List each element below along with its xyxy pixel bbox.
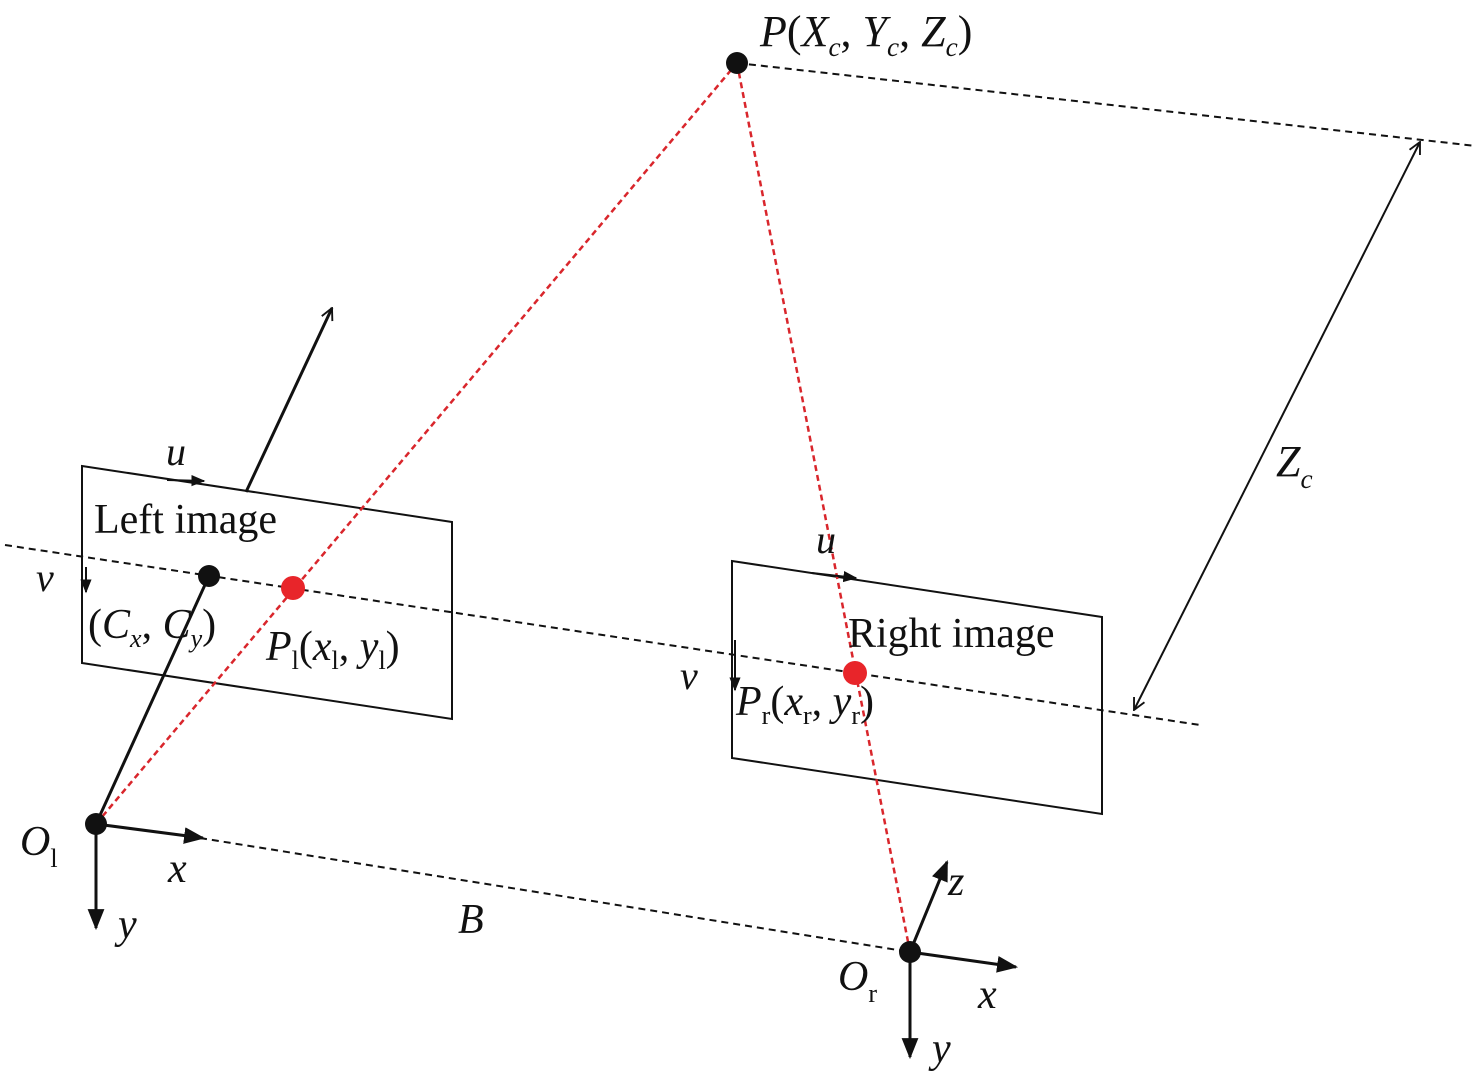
left-image-plane	[81, 464, 453, 721]
right-u-axis	[811, 571, 858, 583]
left-u-label: u	[166, 429, 186, 474]
left-x-axis-label: x	[167, 846, 187, 892]
right-x-axis-label: x	[977, 972, 997, 1018]
right-image-plane	[731, 559, 1103, 816]
label-left-origin: Ol	[20, 819, 58, 873]
right-camera-origin	[899, 941, 921, 963]
projection-ray-right	[735, 62, 912, 953]
left-camera-x-axis	[95, 822, 206, 844]
depth-label: Zc	[1276, 437, 1313, 494]
left-optical-axis-arrow	[244, 308, 334, 493]
label-principal-point: (Cx, Cy)	[88, 602, 216, 653]
label-right-image-point: Pr(xr, yr)	[735, 679, 874, 730]
right-u-label: u	[816, 517, 836, 562]
right-image-title: Right image	[848, 611, 1054, 657]
right-z-axis-label: z	[947, 859, 964, 905]
left-image-title: Left image	[94, 497, 277, 543]
left-u-axis	[166, 475, 206, 487]
depth-reference-line	[736, 62, 1476, 147]
left-image-point	[281, 576, 305, 600]
projection-ray-left	[95, 62, 738, 825]
left-optical-axis	[94, 575, 211, 825]
right-v-label: v	[680, 653, 698, 698]
right-image-point	[843, 661, 867, 685]
epipolar-line	[4, 544, 1201, 726]
left-y-axis-label: y	[114, 902, 137, 948]
label-right-origin: Or	[838, 954, 877, 1008]
right-camera-z-axis	[908, 860, 949, 953]
baseline-label: B	[458, 897, 484, 943]
left-v-label: v	[36, 555, 54, 600]
left-camera-origin	[85, 813, 107, 835]
label-left-image-point: Pl(xl, yl)	[265, 624, 400, 675]
right-y-axis-label: y	[928, 1026, 951, 1072]
world-point-P	[726, 52, 748, 74]
label-point-P: P(Xc, Yc, Zc)	[759, 7, 972, 62]
principal-point	[198, 565, 220, 587]
right-camera-x-axis	[909, 950, 1019, 973]
baseline-line	[199, 837, 911, 953]
depth-arrow	[1134, 142, 1420, 710]
